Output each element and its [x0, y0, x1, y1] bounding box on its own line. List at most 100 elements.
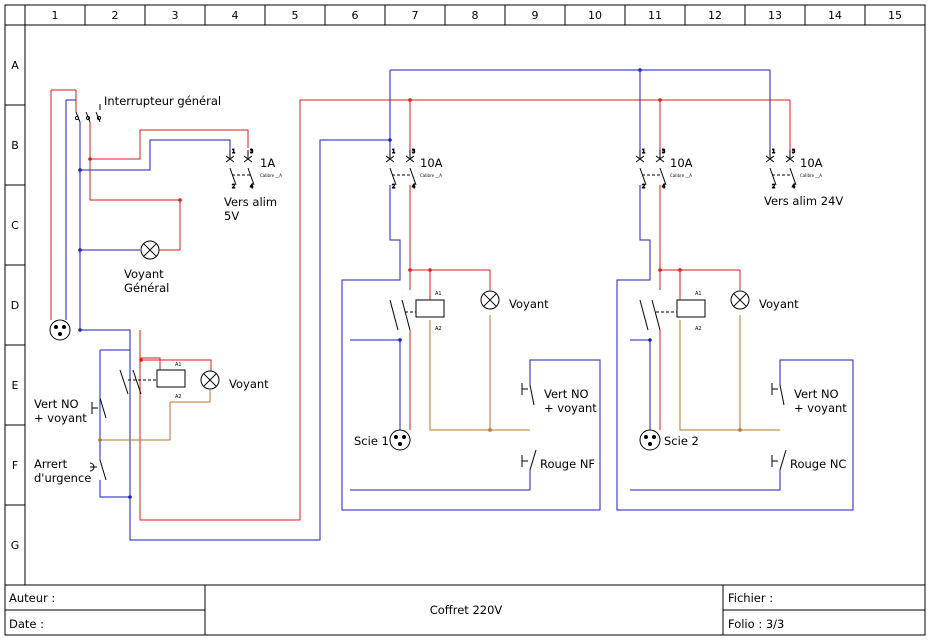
author-label: Auteur : — [9, 591, 55, 605]
breaker1-dest-line1: Vers alim — [224, 195, 277, 209]
sockets — [49, 319, 661, 451]
breaker-1-terminal-1: 1 — [232, 149, 235, 155]
coil-saw2-a2: A2 — [695, 326, 702, 332]
breaker-3-terminal-4: 4 — [662, 184, 665, 190]
column-label-4: 4 — [232, 9, 239, 22]
lamp-general-icon — [140, 240, 160, 260]
main-switch-label: Interrupteur général — [104, 94, 221, 108]
column-label-15: 15 — [888, 9, 902, 22]
saw2-start-label1: Vert NO — [794, 387, 839, 401]
column-label-12: 12 — [708, 9, 722, 22]
lamp-saw2-icon — [730, 290, 750, 310]
saw1-start-label1: Vert NO — [544, 387, 589, 401]
lamp-saw1-label: Voyant — [509, 297, 549, 311]
drawing-frame — [4, 4, 926, 636]
breaker-1-terminal-2: 2 — [232, 184, 235, 190]
breaker2-rating: 10A — [420, 156, 443, 170]
saw2-start-label2: + voyant — [794, 401, 847, 415]
breaker-2-terminal-4: 4 — [412, 184, 415, 190]
breaker-2-terminal-2: 2 — [392, 184, 395, 190]
folio-label: Folio : 3/3 — [728, 617, 784, 631]
breaker4-dest: Vers alim 24V — [764, 194, 843, 208]
push-buttons — [89, 383, 787, 481]
breaker1-rating: 1A — [260, 156, 275, 170]
saw1-stop-label: Rouge NF — [540, 457, 595, 471]
breaker-3-terminal-2: 2 — [642, 184, 645, 190]
file-label: Fichier : — [728, 591, 773, 605]
coil-saw2-a1: A1 — [695, 291, 702, 297]
column-label-2: 2 — [112, 9, 119, 22]
breaker3-rating: 10A — [670, 156, 693, 170]
column-dividers — [24, 5, 866, 25]
row-label-D: D — [11, 299, 19, 312]
junction-dots — [78, 68, 742, 499]
breaker-3-terminal-3: 3 — [662, 149, 665, 155]
contactor-main — [119, 369, 186, 395]
date-label: Date : — [9, 617, 44, 631]
main-start-label2: + voyant — [34, 411, 87, 425]
column-label-14: 14 — [828, 9, 842, 22]
lamp-main-icon — [200, 370, 220, 390]
column-label-3: 3 — [172, 9, 179, 22]
column-label-10: 10 — [588, 9, 602, 22]
phase-wires — [50, 89, 791, 521]
lamp-general-label1: Voyant — [124, 267, 164, 281]
estop-label2: d'urgence — [34, 471, 91, 485]
breaker3-caliber: Calibre __A — [670, 173, 692, 178]
title-block — [5, 585, 925, 635]
contactor-saw2 — [639, 299, 706, 331]
breaker4-caliber: Calibre __A — [800, 173, 822, 178]
coil-main-a2: A2 — [175, 394, 182, 400]
main-start-label1: Vert NO — [34, 397, 79, 411]
lamp-main-label: Voyant — [229, 377, 269, 391]
breaker-3: 1 3 2 4 — [635, 149, 667, 191]
breaker4-rating: 10A — [800, 156, 823, 170]
column-label-8: 8 — [472, 9, 479, 22]
column-label-5: 5 — [292, 9, 299, 22]
saw2-label: Scie 2 — [664, 434, 699, 448]
saw1-socket — [389, 429, 411, 451]
drawing-title: Coffret 220V — [430, 603, 503, 617]
breaker-4-terminal-3: 3 — [792, 149, 795, 155]
lamp-saw1-icon — [480, 290, 500, 310]
breaker-4-terminal-1: 1 — [772, 149, 775, 155]
saw1-label: Scie 1 — [354, 434, 389, 448]
column-label-13: 13 — [768, 9, 782, 22]
breaker-1-terminal-4: 4 — [250, 184, 253, 190]
column-label-7: 7 — [412, 9, 419, 22]
breaker-4-terminal-4: 4 — [792, 184, 795, 190]
saw1-start-label2: + voyant — [544, 401, 597, 415]
breaker1-caliber: Calibre __A — [260, 173, 282, 178]
row-label-G: G — [11, 539, 20, 552]
row-label-E: E — [12, 379, 19, 392]
row-dividers — [5, 104, 25, 506]
row-label-A: A — [11, 59, 19, 72]
main-switch — [74, 104, 102, 123]
coil-saw1-a2: A2 — [435, 326, 442, 332]
column-label-9: 9 — [532, 9, 539, 22]
coil-main-a1: A1 — [175, 362, 182, 368]
estop-label1: Arrert — [34, 457, 68, 471]
saw2-socket — [639, 429, 661, 451]
control-wires — [100, 315, 780, 441]
breaker-3-terminal-1: 1 — [642, 149, 645, 155]
breaker2-caliber: Calibre __A — [420, 173, 442, 178]
indicator-lamps — [140, 240, 750, 390]
breaker-2-terminal-3: 3 — [412, 149, 415, 155]
column-label-1: 1 — [52, 9, 59, 22]
coil-saw1-a1: A1 — [435, 291, 442, 297]
main-socket — [49, 319, 71, 341]
column-label-11: 11 — [648, 9, 662, 22]
breaker1-dest-line2: 5V — [224, 209, 239, 223]
row-label-C: C — [11, 219, 19, 232]
column-label-6: 6 — [352, 9, 359, 22]
lamp-saw2-label: Voyant — [759, 297, 799, 311]
row-label-B: B — [11, 139, 19, 152]
